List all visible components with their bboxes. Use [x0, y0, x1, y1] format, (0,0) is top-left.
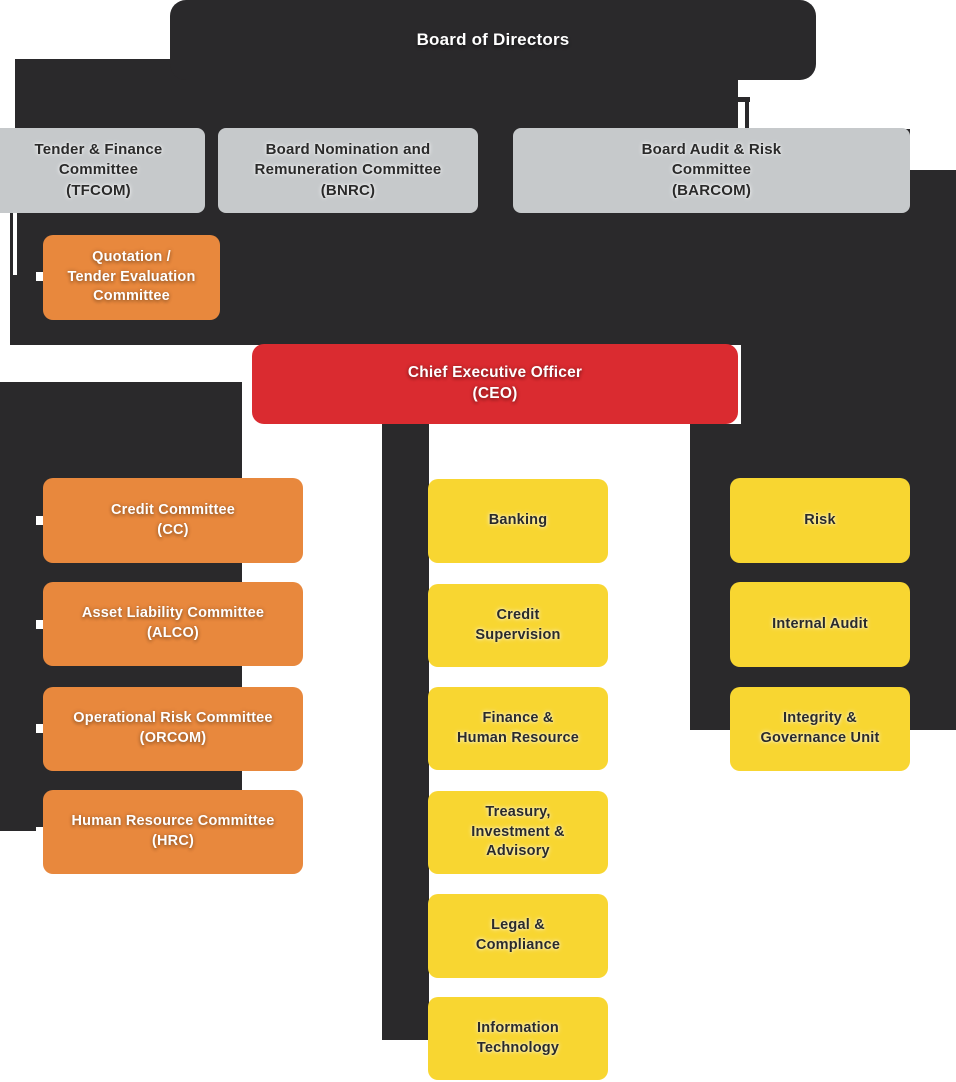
connector-white-stub — [36, 827, 44, 836]
node-alco: Asset Liability Committee (ALCO) — [43, 582, 303, 666]
node-integrity-governance-unit: Integrity & Governance Unit — [730, 687, 910, 771]
node-legal-compliance: Legal & Compliance — [428, 894, 608, 978]
node-credit-committee: Credit Committee (CC) — [43, 478, 303, 563]
connector-white-stub — [36, 724, 44, 733]
node-internal-audit: Internal Audit — [730, 582, 910, 667]
connector-white-stub — [36, 272, 44, 281]
connector-white-stub — [36, 516, 44, 525]
node-risk: Risk — [730, 478, 910, 563]
node-ceo: Chief Executive Officer (CEO) — [252, 344, 738, 424]
connector-white-stub — [36, 620, 44, 629]
connector-right-block — [690, 424, 956, 730]
connector-elbow-horizontal — [736, 97, 750, 102]
connector-elbow-vertical — [745, 97, 749, 132]
node-board-of-directors: Board of Directors — [170, 0, 816, 80]
connector-right-upper — [741, 345, 956, 425]
connector-middle-strip — [382, 424, 429, 1040]
node-orcom: Operational Risk Committee (ORCOM) — [43, 687, 303, 771]
node-treasury-investment-advisory: Treasury, Investment & Advisory — [428, 791, 608, 874]
node-banking: Banking — [428, 479, 608, 563]
node-finance-human-resource: Finance & Human Resource — [428, 687, 608, 770]
node-hrc: Human Resource Committee (HRC) — [43, 790, 303, 874]
connector-white-line — [13, 213, 17, 275]
node-information-technology: Information Technology — [428, 997, 608, 1080]
node-quotation-tender-evaluation-committee: Quotation / Tender Evaluation Committee — [43, 235, 220, 320]
node-bnrc: Board Nomination and Remuneration Commit… — [218, 128, 478, 213]
node-tfcom: Tender & Finance Committee (TFCOM) — [0, 128, 205, 213]
connector-notch-right — [910, 170, 956, 213]
node-barcom: Board Audit & Risk Committee (BARCOM) — [513, 128, 910, 213]
node-credit-supervision: Credit Supervision — [428, 584, 608, 667]
